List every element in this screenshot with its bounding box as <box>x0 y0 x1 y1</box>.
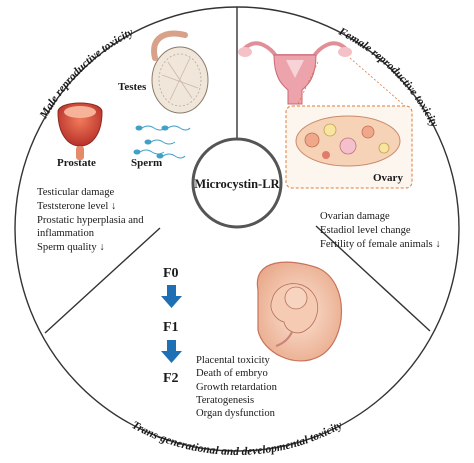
male-effect-3: Prostatic hyperplasia and <box>37 215 144 226</box>
dev-effect-5: Organ dysfunction <box>196 408 276 419</box>
center-label: Microcystin-LR <box>194 177 280 191</box>
ovary-zoom-line <box>296 61 319 107</box>
center-circle <box>191 137 283 229</box>
female-effect-3: Fertility of female animals ↓ <box>320 239 441 250</box>
prostate-label: Prostate <box>57 157 96 169</box>
down-arrow-icon <box>161 285 182 308</box>
dev-effect-3: Growth retardation <box>196 382 278 393</box>
ovary-icon <box>295 115 401 167</box>
testes-label: Testes <box>118 81 147 93</box>
fetus-icon <box>256 261 343 362</box>
male-effect-4: inflammation <box>37 228 95 239</box>
dev-effect-1: Placental toxicity <box>196 355 271 366</box>
ovary-label: Ovary <box>373 172 403 184</box>
developmental-effects-list: Placental toxicity Death of embryo Growt… <box>196 355 278 419</box>
generation-f1: F1 <box>163 320 179 335</box>
generation-f0: F0 <box>163 266 179 281</box>
sperm-icon <box>133 125 191 159</box>
generation-f2: F2 <box>163 371 179 386</box>
ovary-zoom-line-2 <box>349 57 406 107</box>
female-effects-list: Ovarian damage Estadiol level change Fer… <box>320 211 441 250</box>
prostate-icon <box>57 102 103 160</box>
male-effects-list: Testicular damage Teststerone level ↓ Pr… <box>37 187 144 253</box>
dev-effect-2: Death of embryo <box>196 368 268 379</box>
dev-effect-4: Teratogenesis <box>196 395 254 406</box>
testis-icon <box>151 30 209 114</box>
down-arrow-icon <box>161 340 182 363</box>
divider-left <box>44 227 161 334</box>
uterus-icon <box>238 41 352 105</box>
male-effect-1: Testicular damage <box>37 187 115 198</box>
male-effect-2: Teststerone level ↓ <box>37 201 116 212</box>
divider-right <box>315 225 431 332</box>
female-effect-2: Estadiol level change <box>320 225 411 236</box>
sperm-label: Sperm <box>131 157 162 169</box>
male-effect-5: Sperm quality ↓ <box>37 242 105 253</box>
female-effect-1: Ovarian damage <box>320 211 390 222</box>
